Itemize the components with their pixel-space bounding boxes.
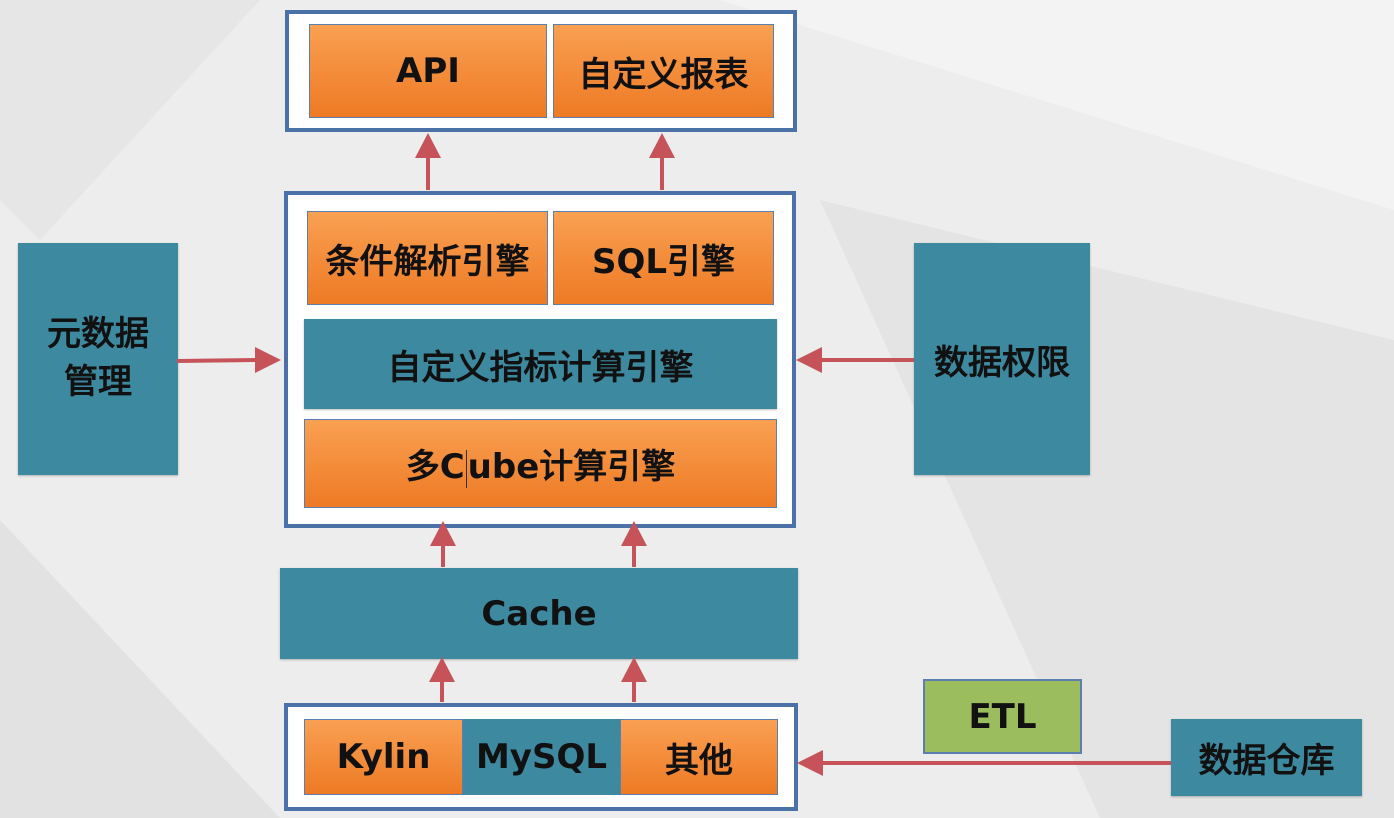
sql-engine-box: SQL引擎: [553, 211, 774, 305]
cache-box: Cache: [280, 568, 798, 659]
custom-report-box: 自定义报表: [553, 24, 774, 118]
condition-parse-engine-label: 条件解析引擎: [325, 241, 530, 282]
metadata-line2: 管理: [64, 362, 132, 402]
multi-cube-engine-label: 多Cube计算引擎: [405, 447, 676, 488]
text-cursor: [465, 449, 467, 488]
custom-metric-engine-label: 自定义指标计算引擎: [387, 347, 694, 388]
cache-label: Cache: [481, 593, 597, 634]
other-source-label: 其他: [665, 740, 733, 781]
condition-parse-engine-box: 条件解析引擎: [307, 211, 548, 305]
data-permission-box: 数据权限: [914, 243, 1090, 475]
metadata-line1: 元数据: [47, 314, 149, 355]
kylin-box: Kylin: [304, 719, 463, 795]
data-permission-label: 数据权限: [934, 342, 1070, 383]
mysql-box: MySQL: [463, 719, 620, 795]
api-box: API: [309, 24, 547, 118]
multi-cube-engine-box: 多Cube计算引擎: [304, 419, 777, 508]
kylin-label: Kylin: [336, 737, 431, 777]
api-label: API: [396, 51, 460, 91]
other-source-box: 其他: [620, 719, 778, 795]
custom-report-label: 自定义报表: [578, 54, 749, 95]
etl-label: ETL: [968, 696, 1037, 737]
data-warehouse-label: 数据仓库: [1198, 741, 1335, 781]
data-warehouse-box: 数据仓库: [1171, 719, 1362, 796]
sql-engine-label: SQL引擎: [591, 241, 736, 282]
custom-metric-engine-box: 自定义指标计算引擎: [304, 319, 777, 409]
mysql-label: MySQL: [475, 737, 608, 777]
etl-box: ETL: [923, 679, 1082, 754]
metadata-management-box: 元数据 管理: [18, 243, 178, 475]
